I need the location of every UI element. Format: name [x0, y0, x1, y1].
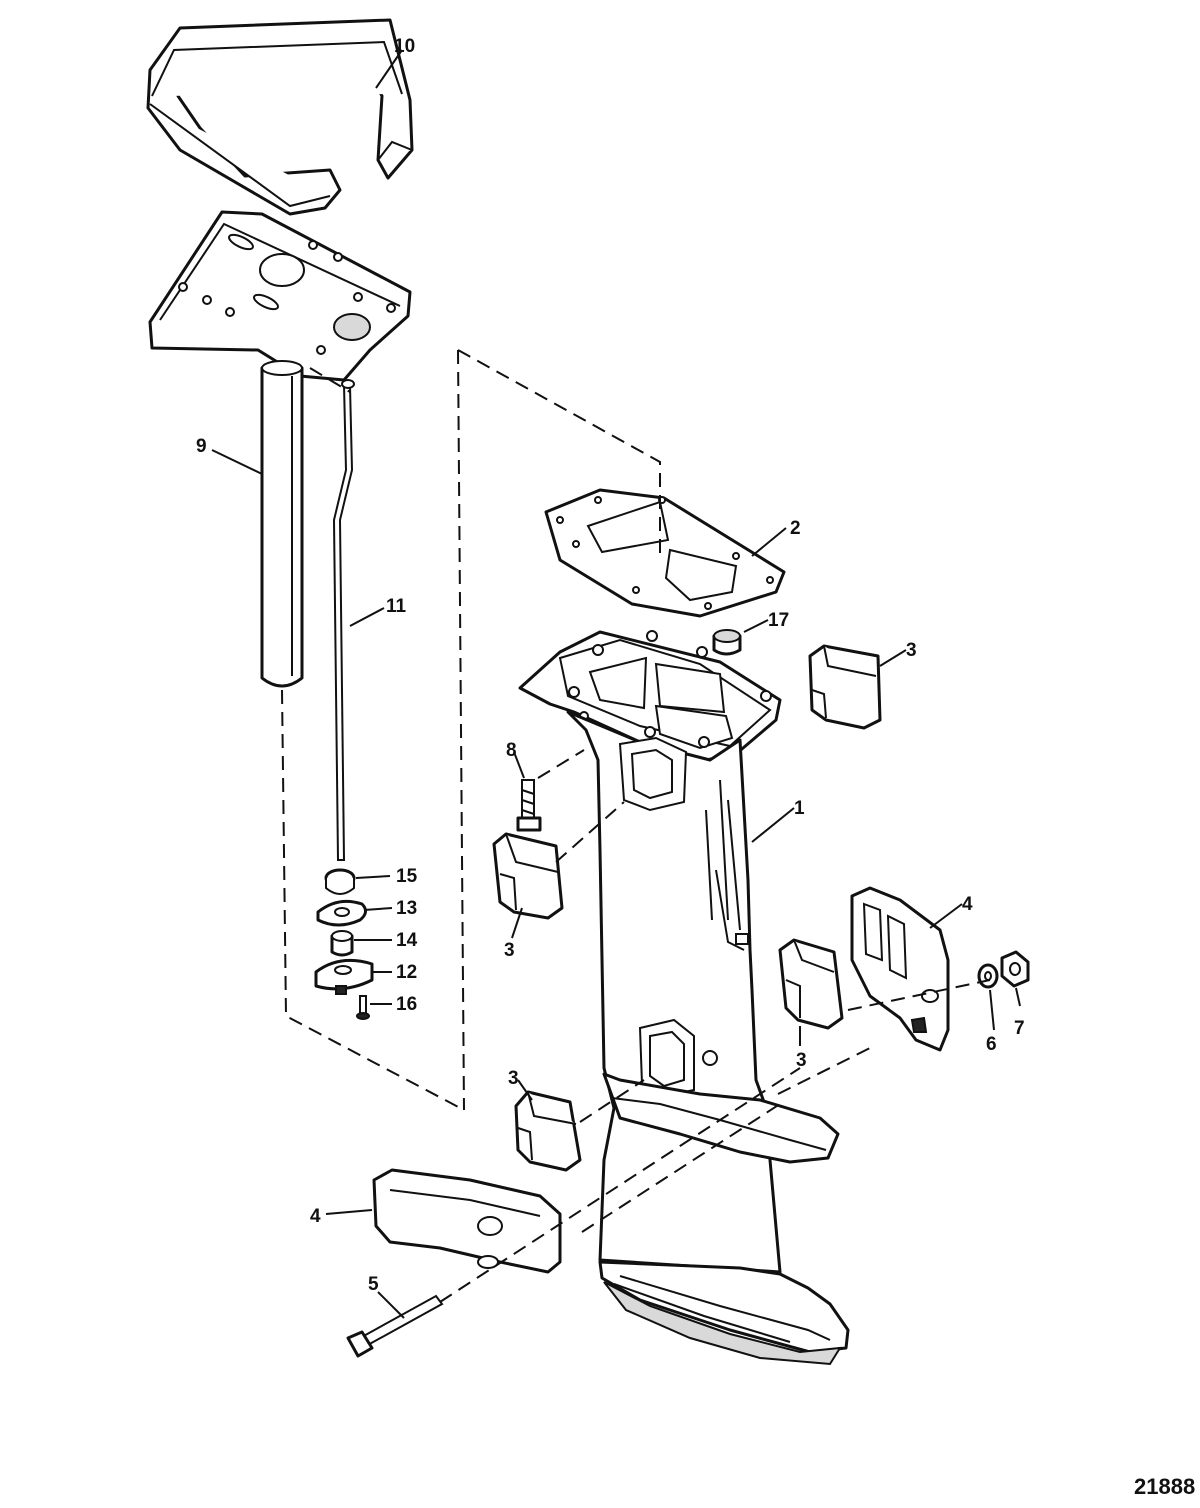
seal-frame-part-10	[146, 18, 414, 216]
mount-part-3-lower-left	[514, 1090, 582, 1172]
callout-11: 11	[386, 596, 407, 617]
callout-8: 8	[506, 740, 517, 761]
screw-part-16	[356, 995, 370, 1020]
plug-part-17	[712, 629, 742, 656]
mount-part-3-upper-right	[808, 644, 882, 730]
bushing-part-14	[330, 930, 354, 957]
callout-6: 6	[986, 1034, 997, 1055]
callout-10: 10	[394, 36, 415, 57]
callout-5: 5	[368, 1274, 379, 1295]
callout-1: 1	[794, 798, 805, 819]
callout-17: 17	[768, 610, 789, 631]
assembly-lines	[281, 349, 991, 1303]
callout-12: 12	[396, 962, 417, 983]
callout-16: 16	[396, 994, 417, 1015]
gasket-part-2	[544, 488, 786, 618]
callout-3-left: 3	[504, 940, 515, 961]
mount-part-3-left	[492, 832, 564, 920]
callout-leaders	[211, 49, 1021, 1319]
callout-2: 2	[790, 518, 801, 539]
plate-part-13	[316, 899, 367, 927]
callout-13: 13	[396, 898, 417, 919]
bolt-part-5	[346, 1294, 444, 1358]
screw-part-8	[516, 779, 542, 832]
mount-part-3-right	[778, 938, 844, 1030]
water-tube-part-9	[260, 360, 304, 688]
washer-part-6	[977, 963, 999, 989]
clamp-part-4-left	[372, 1168, 562, 1274]
callout-14: 14	[396, 930, 418, 951]
retainer-part-12	[314, 958, 374, 995]
callout-7: 7	[1014, 1018, 1025, 1039]
callout-labels: 10 9 11 2 17 3 1 8 3 4 3 3 4 5 15 13 14 …	[196, 36, 1025, 1295]
clamp-part-4-right	[850, 886, 950, 1052]
document-number: 21888	[1134, 1474, 1195, 1499]
callout-15: 15	[396, 866, 418, 887]
nut-part-7	[1000, 950, 1030, 988]
callout-3-lower-left: 3	[508, 1068, 519, 1089]
bushing-part-15	[324, 868, 356, 895]
driveshaft-housing-plate-part-9	[148, 210, 412, 382]
callout-4-left: 4	[310, 1206, 321, 1227]
callout-3-upper-right: 3	[906, 640, 917, 661]
callout-9: 9	[196, 436, 207, 457]
callout-3-right: 3	[796, 1050, 807, 1071]
callout-4-right: 4	[962, 894, 973, 915]
shift-rod-part-11	[332, 379, 355, 861]
